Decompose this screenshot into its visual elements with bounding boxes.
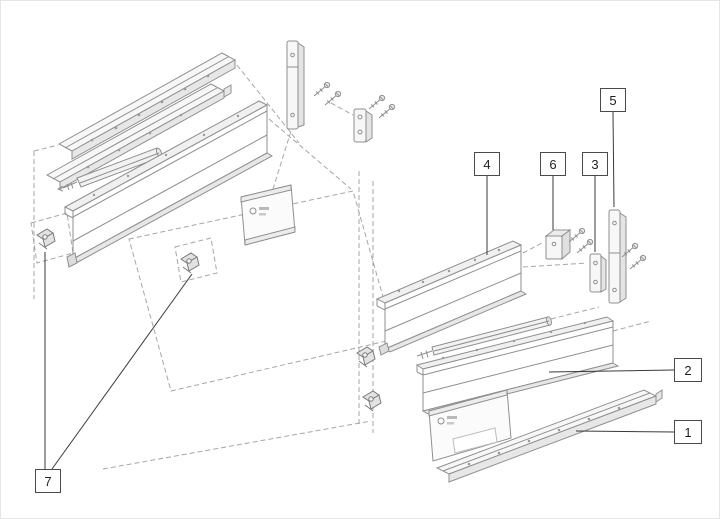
rear-gallery-bracket: [589, 253, 607, 293]
right-cabinet-slide: [435, 389, 663, 483]
gallery-post-right: [608, 209, 627, 304]
callout-4: 4: [474, 152, 500, 176]
leader-1: [575, 430, 675, 433]
callout-3: 3: [582, 152, 608, 176]
left-drawer-rail: [45, 83, 232, 190]
left-cabinet-slide: [57, 52, 237, 160]
brand-mark-icon: [249, 207, 269, 216]
gallery-post-left: [286, 40, 305, 130]
callout-5: 5: [600, 88, 626, 112]
screw-icon: [629, 254, 647, 270]
leader-7b: [51, 273, 193, 470]
screw-icon: [368, 94, 386, 110]
rear-bracket-left: [353, 108, 373, 143]
callout-leader-lines: [44, 111, 675, 470]
screw-icon: [378, 103, 396, 119]
locking-clip-icon: [362, 390, 382, 412]
callout-1: 1: [674, 420, 702, 444]
locking-clip-icon: [356, 346, 376, 368]
callout-2: 2: [674, 358, 702, 382]
callout-6: 6: [540, 152, 566, 176]
screw-icon: [576, 238, 594, 254]
spec-label: [452, 427, 498, 454]
back-panel-left: [240, 184, 296, 246]
leader-5: [612, 111, 615, 208]
locking-clip-icon: [180, 252, 200, 274]
screw-icon: [568, 227, 586, 243]
callout-7: 7: [35, 469, 61, 493]
gallery-tube-left: [56, 147, 163, 192]
drawer-side-assembly-right-front: [415, 316, 620, 415]
left-side-panel: [63, 100, 274, 268]
back-panel-right: [428, 389, 512, 462]
drawer-side-panel-right-rear: [375, 240, 528, 356]
locking-clip-icon: [36, 228, 56, 250]
screw-icon: [313, 81, 331, 97]
leader-2: [548, 369, 675, 373]
screw-icon: [324, 90, 342, 106]
front-fixing-block: [544, 229, 572, 261]
brand-mark-icon: [437, 416, 457, 425]
